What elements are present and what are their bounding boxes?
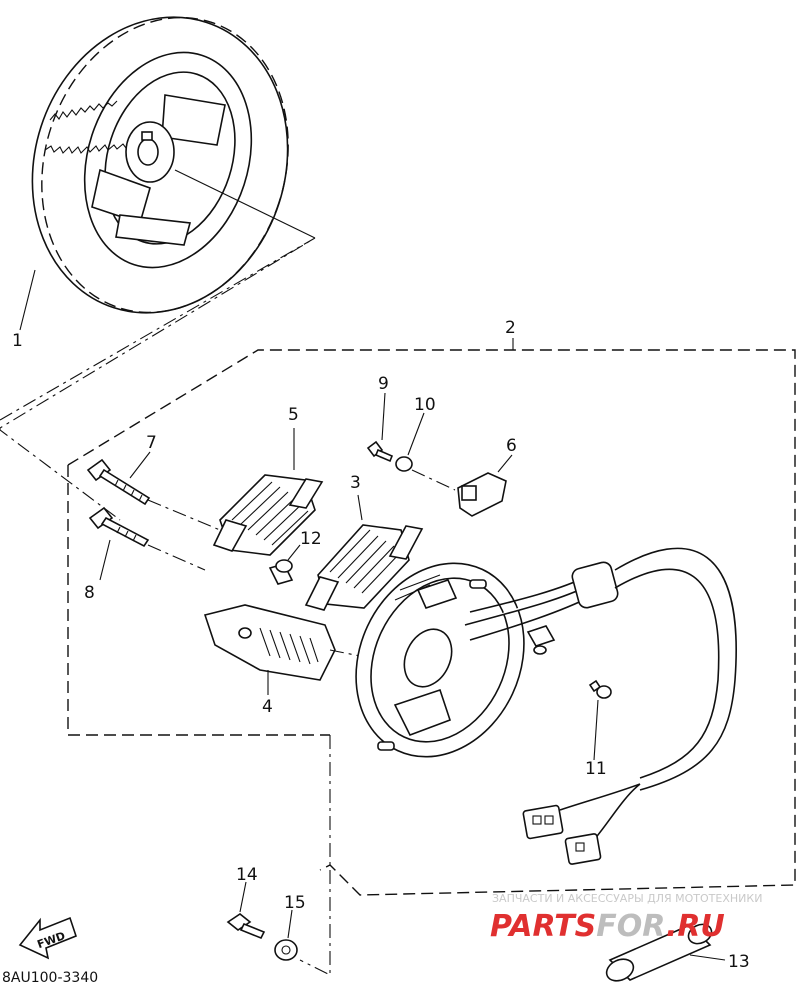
wire-harness[interactable] [464,547,737,865]
callout-5: 5 [288,405,299,425]
pickup-coil-4[interactable] [203,604,336,695]
stator-coil-5[interactable] [212,428,324,556]
collar-12[interactable] [268,544,301,585]
callout-13: 13 [728,952,750,972]
forward-arrow-icon: FWD [18,916,77,960]
screw-8[interactable] [88,506,150,581]
washer-10[interactable] [395,412,425,472]
screw-7[interactable] [86,451,151,506]
callout-8: 8 [84,583,95,603]
bolt-14[interactable] [226,881,266,940]
stator-coil-3[interactable] [304,494,424,611]
watermark-brand: PARTSFOR.RU [490,909,725,944]
callout-14: 14 [236,865,258,885]
cap-13[interactable] [603,921,726,985]
screw-11[interactable] [588,679,612,761]
screw-9[interactable] [366,392,394,463]
watermark: ЗАПЧАСТИ И АКСЕССУАРЫ ДЛЯ МОТОТЕХНИКИ PA… [490,892,762,944]
callout-9: 9 [378,374,389,394]
callout-12: 12 [300,529,322,549]
callout-2: 2 [505,318,516,338]
callout-6: 6 [506,436,517,456]
callout-11: 11 [585,759,607,779]
callout-4: 4 [262,697,273,717]
callout-7: 7 [146,433,157,453]
watermark-brand-part3: .RU [666,909,725,944]
watermark-tagline: ЗАПЧАСТИ И АКСЕССУАРЫ ДЛЯ МОТОТЕХНИКИ [492,892,762,905]
washer-15[interactable] [274,909,298,961]
diagram-code: 8AU100-3340 [2,970,98,985]
callout-3: 3 [350,473,361,493]
watermark-brand-part2: FOR [596,909,666,944]
watermark-brand-part1: PARTS [490,909,596,944]
bracket-6[interactable] [411,454,513,517]
stator-base-plate[interactable] [325,536,555,785]
flywheel-rotor[interactable] [0,0,325,346]
callout-10: 10 [414,395,436,415]
callout-1: 1 [12,331,23,351]
callout-15: 15 [284,893,306,913]
